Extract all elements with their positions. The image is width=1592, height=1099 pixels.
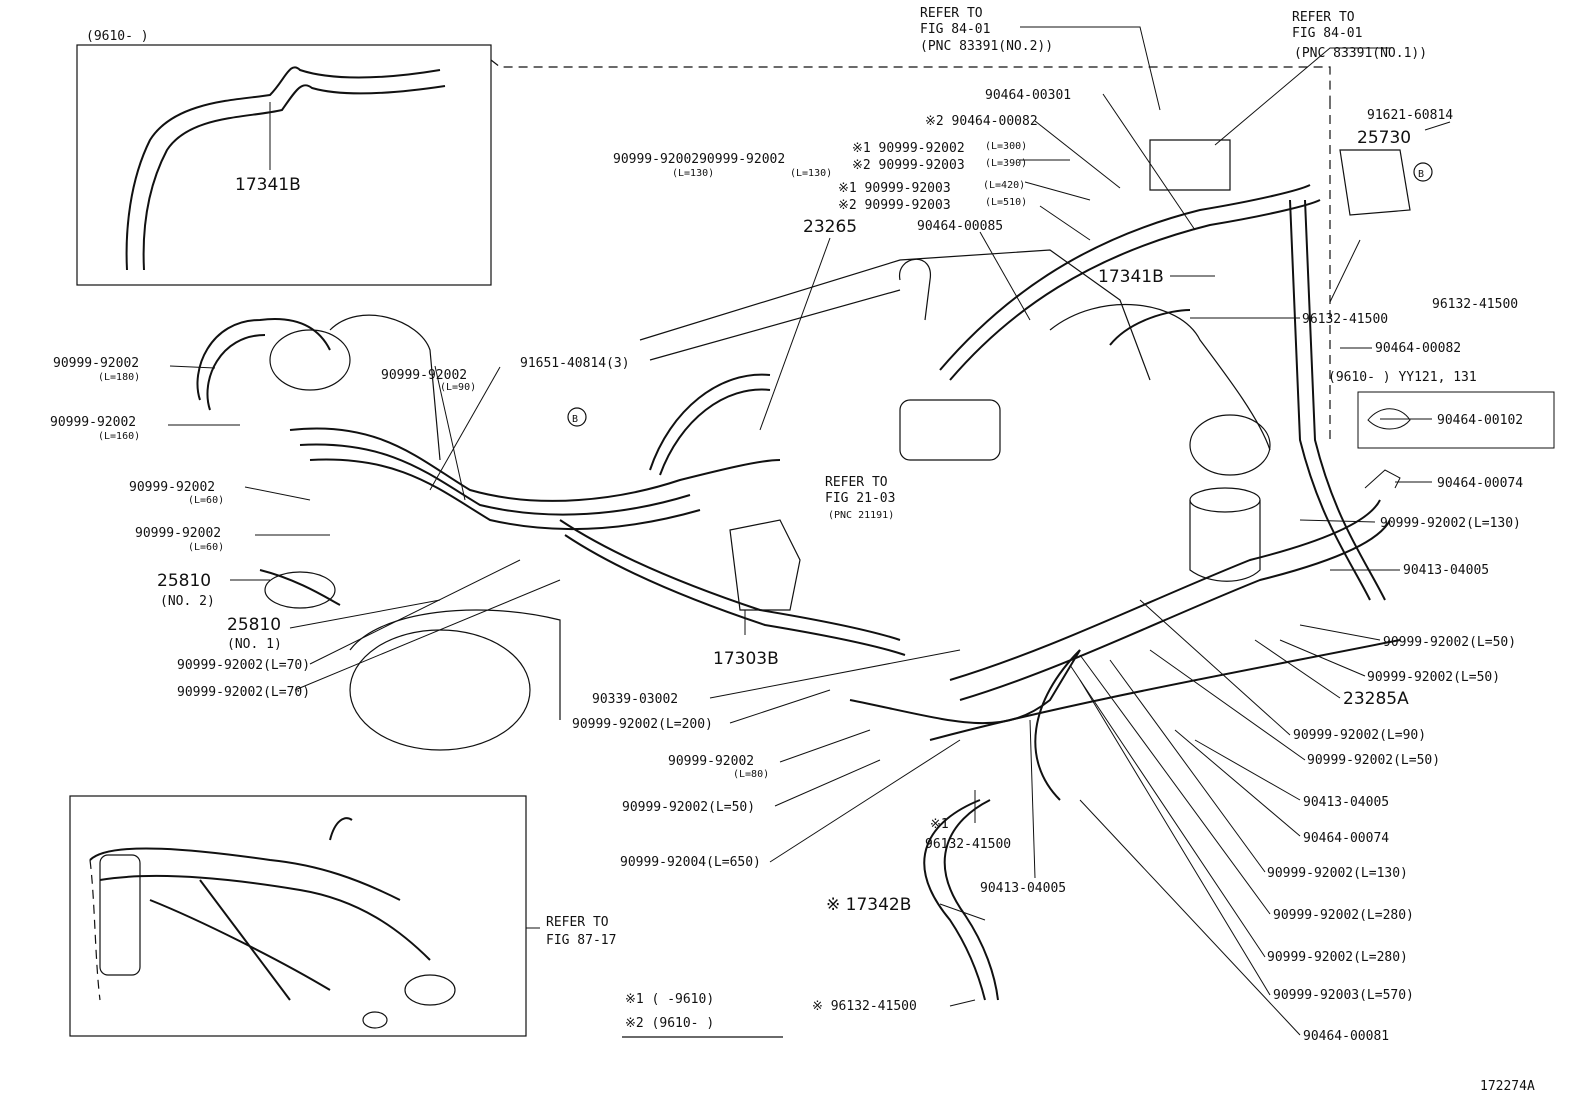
label-l80: 90999-92002	[668, 754, 754, 769]
label-l60b: 90999-92002	[135, 526, 221, 541]
refer-21-l3: (PNC 21191)	[828, 510, 894, 521]
refer-84-no2-l3: (PNC 83391(NO.2))	[920, 39, 1053, 54]
label-1-96132-mark: ※1	[930, 817, 949, 832]
label-l60a-len: (L=60)	[188, 495, 224, 506]
callout-labels: REFER TO FIG 84-01 (PNC 83391(NO.2)) REF…	[50, 6, 1555, 1094]
label-90413-04005-b: 90413-04005	[1303, 795, 1389, 810]
label-90999-280-a: 90999-92002(L=280)	[1273, 908, 1414, 923]
label-25810-no2-sub: (NO. 2)	[160, 594, 215, 609]
label-l60b-len: (L=60)	[188, 542, 224, 553]
inset-top-range: (9610- )	[86, 29, 149, 44]
inset-right-frame	[1357, 391, 1555, 449]
refer-84-no1-l2: FIG 84-01	[1292, 26, 1362, 41]
label-90999-50-c: 90999-92002(L=50)	[1307, 753, 1440, 768]
label-90339: 90339-03002	[592, 692, 678, 707]
label-l80-len: (L=80)	[733, 769, 769, 780]
figure-id: 172274A	[1480, 1079, 1535, 1094]
refer-84-no2-l2: FIG 84-01	[920, 22, 990, 37]
label-90464-00081: 90464-00081	[1303, 1029, 1389, 1044]
refer-84-no1-l3: (PNC 83391(NO.1))	[1294, 46, 1427, 61]
label-2b: ※2 90999-92003	[838, 198, 951, 213]
label-17342b: ※ 17342B	[826, 895, 911, 915]
inset-bottom-refer-2: FIG 87-17	[546, 933, 616, 948]
svg-text:B: B	[1418, 169, 1424, 180]
engine-drawing: B B	[264, 139, 1433, 751]
inset-top-frame	[76, 44, 492, 286]
label-l60a: 90999-92002	[129, 480, 215, 495]
label-17303b: 17303B	[713, 649, 779, 669]
label-90999-50-b: 90999-92002(L=50)	[1367, 670, 1500, 685]
label-17341b: 17341B	[1098, 267, 1164, 287]
label-91651: 91651-40814(3)	[520, 356, 630, 371]
label-l90: 90999-92002	[381, 368, 467, 383]
refer-84-no2-l1: REFER TO	[920, 6, 983, 21]
label-l180: 90999-92002	[53, 356, 139, 371]
label-90464-00074-a: 90464-00074	[1437, 476, 1523, 491]
label-91621-60814: 91621-60814	[1367, 108, 1453, 123]
label-2a-len: (L=390)	[985, 158, 1027, 169]
label-1b: ※1 90999-92003	[838, 181, 951, 196]
label-1-96132-num: 96132-41500	[925, 837, 1011, 852]
label-pair: 90999-9200290999-92002	[613, 152, 785, 167]
air-cleaner	[349, 629, 531, 751]
label-l70a: 90999-92002(L=70)	[177, 658, 310, 673]
refer-84-no1-l1: REFER TO	[1292, 10, 1355, 25]
label-2b-len: (L=510)	[985, 197, 1027, 208]
label-1b-len: (L=420)	[983, 180, 1025, 191]
label-90464-00301: 90464-00301	[985, 88, 1071, 103]
inset-bottom-drawing	[89, 817, 456, 1029]
label-right-range: (9610- ) YY121, 131	[1328, 370, 1477, 385]
label-pair-len2: (L=130)	[790, 168, 832, 179]
label-90464-00082: 90464-00082	[1375, 341, 1461, 356]
hose-bundle	[196, 184, 1401, 1001]
label-23265: 23265	[803, 217, 857, 237]
label-2a: ※2 90999-92003	[852, 158, 965, 173]
legend-note-1: ※1 ( -9610)	[625, 992, 714, 1007]
legend-note-2: ※2 (9610- )	[625, 1016, 714, 1031]
label-l200: 90999-92002(L=200)	[572, 717, 713, 732]
inset-bottom-refer-1: REFER TO	[546, 915, 609, 930]
label-90999-130-b: 90999-92002(L=130)	[1267, 866, 1408, 881]
label-l160-len: (L=160)	[98, 431, 140, 442]
label-l70b: 90999-92002(L=70)	[177, 685, 310, 700]
label-l180-len: (L=180)	[98, 372, 140, 383]
label-90999-570: 90999-92003(L=570)	[1273, 988, 1414, 1003]
label-25810-no1: 25810	[227, 615, 281, 635]
label-90464-00085: 90464-00085	[917, 219, 1003, 234]
label-96132-b: 96132-41500	[1302, 312, 1388, 327]
refer-21-l1: REFER TO	[825, 475, 888, 490]
label-90464-00102: 90464-00102	[1437, 413, 1523, 428]
inset-top-hose	[125, 66, 446, 271]
label-1a: ※1 90999-92002	[852, 141, 965, 156]
label-90413-04005-a: 90413-04005	[1403, 563, 1489, 578]
leader-lines	[168, 26, 1451, 1036]
label-pair-len1: (L=130)	[672, 168, 714, 179]
label-90464-00074-b: 90464-00074	[1303, 831, 1389, 846]
inset-top-part: 17341B	[235, 175, 301, 195]
label-90999-130-r: 90999-92002(L=130)	[1380, 516, 1521, 531]
label-25810-no2: 25810	[157, 571, 211, 591]
label-1a-len: (L=300)	[985, 141, 1027, 152]
label-90413-04005-c: 90413-04005	[980, 881, 1066, 896]
vsv-valve	[1189, 487, 1261, 513]
label-96132-a: 96132-41500	[1432, 297, 1518, 312]
label-96132-bottom: ※ 96132-41500	[812, 999, 917, 1014]
label-l50: 90999-92002(L=50)	[622, 800, 755, 815]
svg-text:B: B	[572, 414, 578, 425]
label-25810-no1-sub: (NO. 1)	[227, 637, 282, 652]
label-90999-280-b: 90999-92002(L=280)	[1267, 950, 1408, 965]
label-2-90464-00082: ※2 90464-00082	[925, 114, 1038, 129]
label-90999-50-a: 90999-92002(L=50)	[1383, 635, 1516, 650]
label-l160: 90999-92002	[50, 415, 136, 430]
refer-21-l2: FIG 21-03	[825, 491, 895, 506]
label-90999-90-r: 90999-92002(L=90)	[1293, 728, 1426, 743]
inset-bottom-frame	[69, 795, 527, 1037]
label-25730: 25730	[1357, 128, 1411, 148]
label-l650: 90999-92004(L=650)	[620, 855, 761, 870]
label-23285a: 23285A	[1343, 689, 1409, 709]
label-l90-len: (L=90)	[440, 382, 476, 393]
